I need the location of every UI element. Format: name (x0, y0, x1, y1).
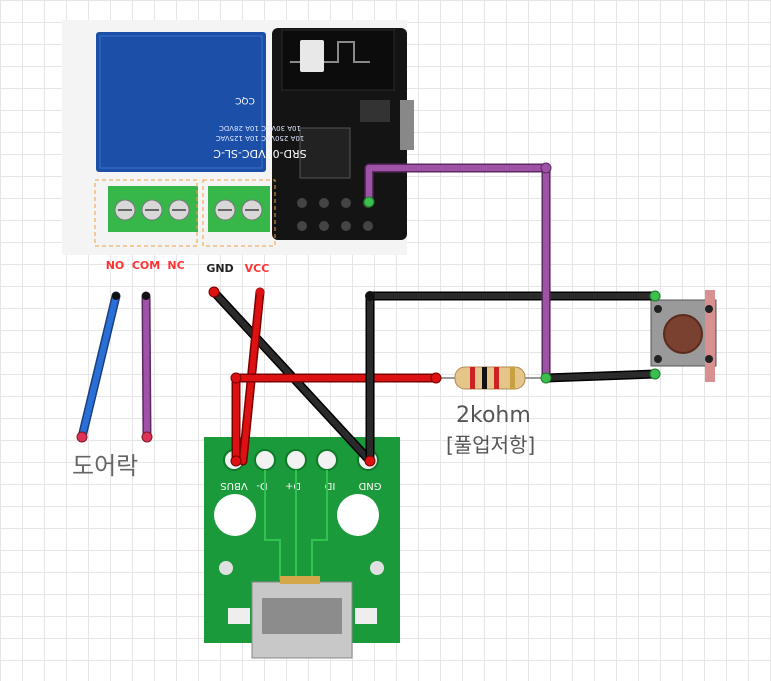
mount-hole-right (337, 494, 379, 536)
label-nc: NC (167, 259, 184, 272)
pin-label-dplus: D+ (285, 480, 301, 491)
resistor-note-label: [풀업저항] (446, 433, 535, 457)
door-lock-label: 도어락 (72, 452, 138, 480)
relay-rating-text-1: 10A 250VAC 10A 125VAC (216, 134, 305, 142)
relay-brand-text: CQC (235, 95, 255, 105)
resistor (436, 366, 546, 390)
relay-terminal-outline (94, 179, 198, 247)
usb-traces (264, 470, 328, 580)
label-com: COM (132, 259, 160, 272)
wire-com-door (143, 293, 150, 440)
wire-gpio-pullup (366, 165, 549, 381)
esp-side-connector (400, 100, 414, 150)
push-button (650, 290, 717, 382)
relay-block (96, 32, 266, 172)
usb-breakout-board: VBUS D- D+ ID GND (204, 437, 400, 659)
relay-print: SRD-03VDC-SL-C 10A 250VAC 10A 125VAC 10A… (213, 95, 307, 160)
connection-points (76, 162, 661, 467)
power-terminal-outline (202, 179, 276, 247)
band-3 (494, 367, 499, 389)
band-2 (482, 367, 487, 389)
power-terminal-block (208, 186, 270, 232)
wire-resistor-button (543, 371, 658, 381)
label-gnd: GND (206, 262, 233, 275)
relay-terminal-block (108, 186, 198, 232)
esp-flash-chip (360, 100, 390, 122)
relay-rating-text-2: 10A 30VDC 10A 28VDC (219, 124, 301, 132)
pin-label-id: ID (324, 480, 335, 491)
wire-no-door (79, 293, 119, 440)
band-4 (510, 367, 515, 389)
esp-label-sticker (300, 40, 324, 72)
relay-module: SRD-03VDC-SL-C 10A 250VAC 10A 125VAC 10A… (62, 20, 414, 255)
label-vcc: VCC (245, 262, 270, 275)
pin-label-dminus: D- (256, 480, 268, 491)
mount-hole-left (214, 494, 256, 536)
relay-model-text: SRD-03VDC-SL-C (213, 147, 307, 160)
pin-label-vbus: VBUS (220, 480, 247, 491)
button-cap (663, 314, 703, 354)
pin-label-gnd: GND (358, 480, 381, 491)
esp-chip (299, 127, 351, 179)
resistor-value-label: 2kohm (456, 403, 531, 428)
label-no: NO (106, 259, 125, 272)
band-1 (470, 367, 475, 389)
button-leg (705, 290, 715, 382)
